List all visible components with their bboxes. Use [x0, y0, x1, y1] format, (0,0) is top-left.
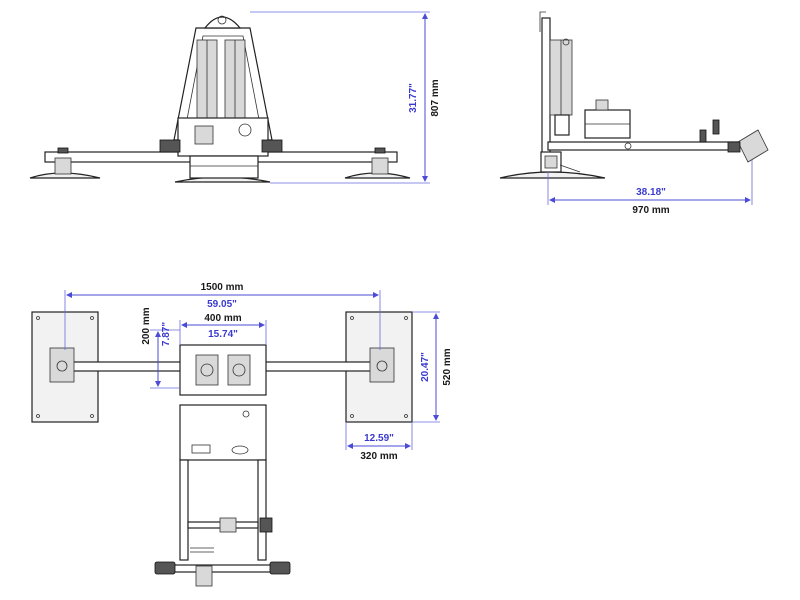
side-length-mm: 970 mm	[632, 205, 669, 216]
span-mm: 1500 mm	[201, 282, 244, 293]
pad-width-mm: 320 mm	[360, 451, 397, 462]
left-handle-rail	[179, 459, 189, 561]
right-grip	[269, 561, 291, 575]
side-length-inch: 38.18"	[636, 187, 666, 198]
top-view: 1500 mm 59.05" 400 mm 15.74" 200 mm 7.87…	[31, 282, 453, 587]
span-inch: 59.05"	[207, 299, 237, 310]
right-handle-rail	[257, 459, 267, 561]
side-handle-arm	[547, 141, 739, 151]
front-height-inch: 31.77"	[408, 83, 419, 113]
pad-height-mm: 520 mm	[442, 348, 453, 385]
control-box	[177, 117, 269, 157]
frame-width-inch: 15.74"	[208, 329, 238, 340]
left-grip	[154, 561, 176, 575]
top-center-frame	[179, 344, 267, 396]
lifting-eye	[203, 16, 242, 29]
vacuum-gauge-icon	[238, 123, 252, 137]
front-view: 31.77" 807 mm	[29, 11, 441, 184]
side-end-handle	[737, 129, 769, 163]
bottom-handle-bar	[164, 564, 281, 573]
beam-offset-inch: 7.87"	[161, 322, 172, 346]
top-control-box	[179, 404, 267, 461]
pad-width-inch: 12.59"	[364, 433, 394, 444]
side-valve-icon	[562, 38, 570, 46]
front-height-mm: 807 mm	[430, 79, 441, 116]
side-view: 38.18" 970 mm	[499, 11, 769, 216]
side-suction-pad	[499, 171, 606, 179]
pad-height-inch: 20.47"	[420, 352, 431, 382]
beam-offset-mm: 200 mm	[141, 307, 152, 344]
frame-width-mm: 400 mm	[204, 313, 241, 324]
